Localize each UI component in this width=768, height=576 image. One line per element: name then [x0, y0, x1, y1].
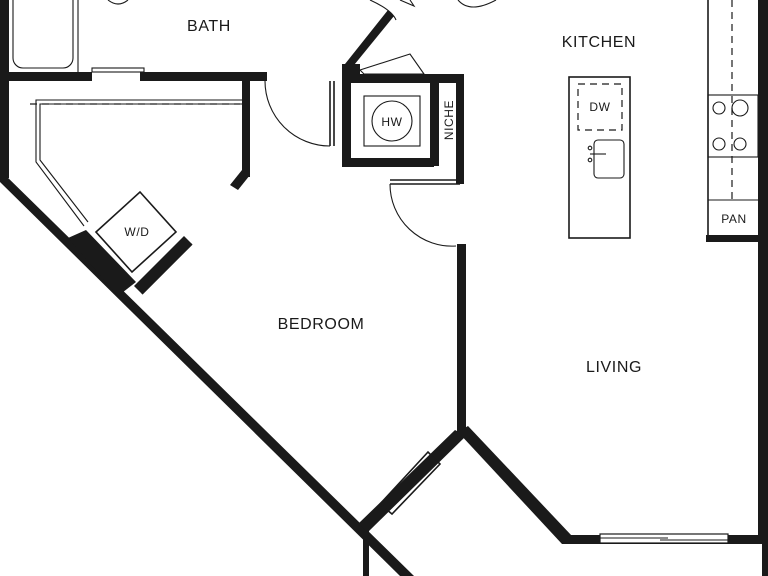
- bathtub: [12, 0, 79, 72]
- bath-door: [264, 80, 335, 147]
- upper-doors: [345, 0, 497, 75]
- washer-dryer: W/D: [94, 190, 178, 274]
- kitchen-counter: PAN: [707, 0, 759, 235]
- bedroom-window: [378, 450, 442, 516]
- niche-label: NICHE: [442, 100, 456, 140]
- bedroom-door: [389, 179, 460, 247]
- dw-label: DW: [589, 100, 610, 114]
- bedroom-closet: [30, 99, 242, 227]
- kitchen-island: DW: [568, 76, 631, 239]
- wd-label: W/D: [124, 225, 149, 239]
- room-label-kitchen: KITCHEN: [562, 34, 636, 51]
- towel-bar: [91, 67, 145, 73]
- water-heater: HW: [363, 95, 421, 147]
- toilet: [107, 0, 129, 5]
- hw-label: HW: [381, 115, 402, 129]
- room-label-living: LIVING: [586, 359, 642, 376]
- living-slider: [599, 533, 729, 544]
- room-label-bedroom: BEDROOM: [278, 316, 365, 333]
- wd-doors: [134, 236, 193, 295]
- room-label-bath: BATH: [187, 18, 231, 35]
- pan-label: PAN: [721, 212, 747, 226]
